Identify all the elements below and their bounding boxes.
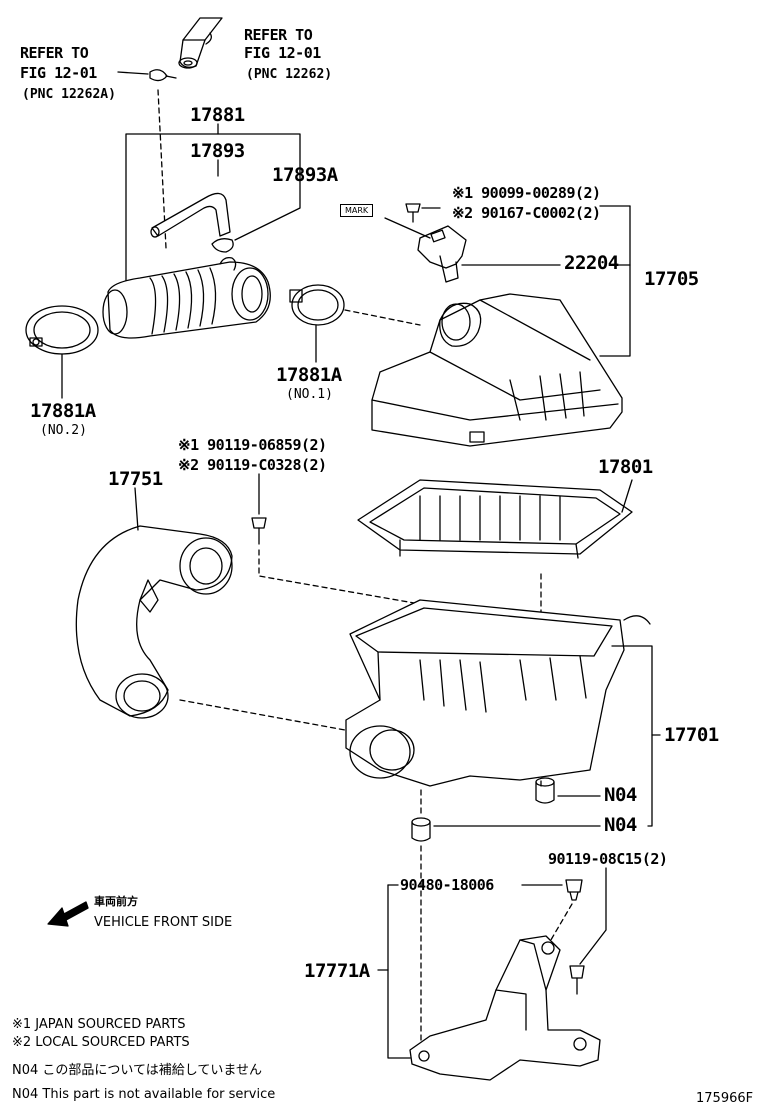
note-local-sourced: ※2 LOCAL SOURCED PARTS — [12, 1035, 190, 1050]
clamp-no2-drawing — [25, 305, 99, 355]
part-17881A-no2-label: 17881A — [30, 400, 96, 422]
case-bolt-pn-2: ※2 90119-C0328(2) — [178, 456, 327, 474]
part-17893A-label: 17893A — [272, 164, 338, 186]
note-n04-jp: N04 この部品については補給していません — [12, 1063, 262, 1078]
figure-id: 175966F — [696, 1091, 754, 1106]
refer-left-line3: (PNC 12262A) — [22, 87, 116, 102]
mark-label: MARK — [340, 204, 374, 217]
part-17751-label: 17751 — [108, 468, 163, 490]
refer-hose-drawing — [178, 17, 223, 69]
bracket-drawing — [409, 935, 601, 1081]
n04-label-b: N04 — [604, 814, 637, 836]
direction-en: VEHICLE FRONT SIDE — [94, 915, 233, 930]
part-17881A-no1-sub: (NO.1) — [286, 387, 333, 402]
sensor-screw-drawing — [405, 203, 421, 223]
sensor-screw-pn-1: ※1 90099-00289(2) — [452, 184, 601, 202]
direction-jp: 車両前方 — [94, 895, 138, 908]
part-90480-label: 90480-18006 — [400, 876, 494, 894]
refer-right-line3: (PNC 12262) — [246, 67, 333, 82]
clamp-no1-drawing — [289, 284, 345, 326]
air-cleaner-case-drawing — [345, 599, 651, 787]
part-17881-label: 17881 — [190, 104, 245, 126]
part-22204-label: 22204 — [564, 252, 619, 274]
hose-clamp-drawing — [211, 238, 234, 253]
part-17705-label: 17705 — [644, 268, 699, 290]
refer-left-line2: FIG 12-01 — [20, 64, 97, 82]
part-17801-label: 17801 — [598, 456, 653, 478]
grommet-b-drawing — [411, 817, 431, 842]
air-cleaner-cap-drawing — [371, 293, 623, 447]
note-japan-sourced: ※1 JAPAN SOURCED PARTS — [12, 1017, 186, 1032]
mass-air-sensor-drawing — [417, 225, 467, 283]
part-17893-label: 17893 — [190, 140, 245, 162]
vehicle-front-arrow-icon — [47, 901, 89, 927]
part-17881A-no1-label: 17881A — [276, 364, 342, 386]
part-90119-08C15-label: 90119-08C15(2) — [548, 850, 668, 868]
intake-hose-drawing — [102, 256, 271, 339]
refer-clip-drawing — [149, 69, 177, 82]
part-17701-label: 17701 — [664, 724, 719, 746]
sensor-screw-pn-2: ※2 90167-C0002(2) — [452, 204, 601, 222]
intake-duct-drawing — [75, 525, 233, 719]
grommet-a-drawing — [535, 777, 555, 804]
case-bolt-pn-1: ※1 90119-06859(2) — [178, 436, 327, 454]
refer-right-line2: FIG 12-01 — [244, 44, 321, 62]
n04-label-a: N04 — [604, 784, 637, 806]
bracket-bolt-drawing — [569, 965, 585, 995]
case-bolt-drawing — [251, 517, 267, 545]
clip-grommet-drawing — [565, 879, 583, 901]
part-17881A-no2-sub: (NO.2) — [40, 423, 87, 438]
refer-right-line1: REFER TO — [244, 26, 313, 44]
refer-left-line1: REFER TO — [20, 44, 89, 62]
part-17771A-label: 17771A — [304, 960, 370, 982]
air-filter-drawing — [357, 479, 633, 559]
breather-hose-drawing — [150, 192, 231, 238]
note-n04-en: N04 This part is not available for servi… — [12, 1087, 276, 1102]
